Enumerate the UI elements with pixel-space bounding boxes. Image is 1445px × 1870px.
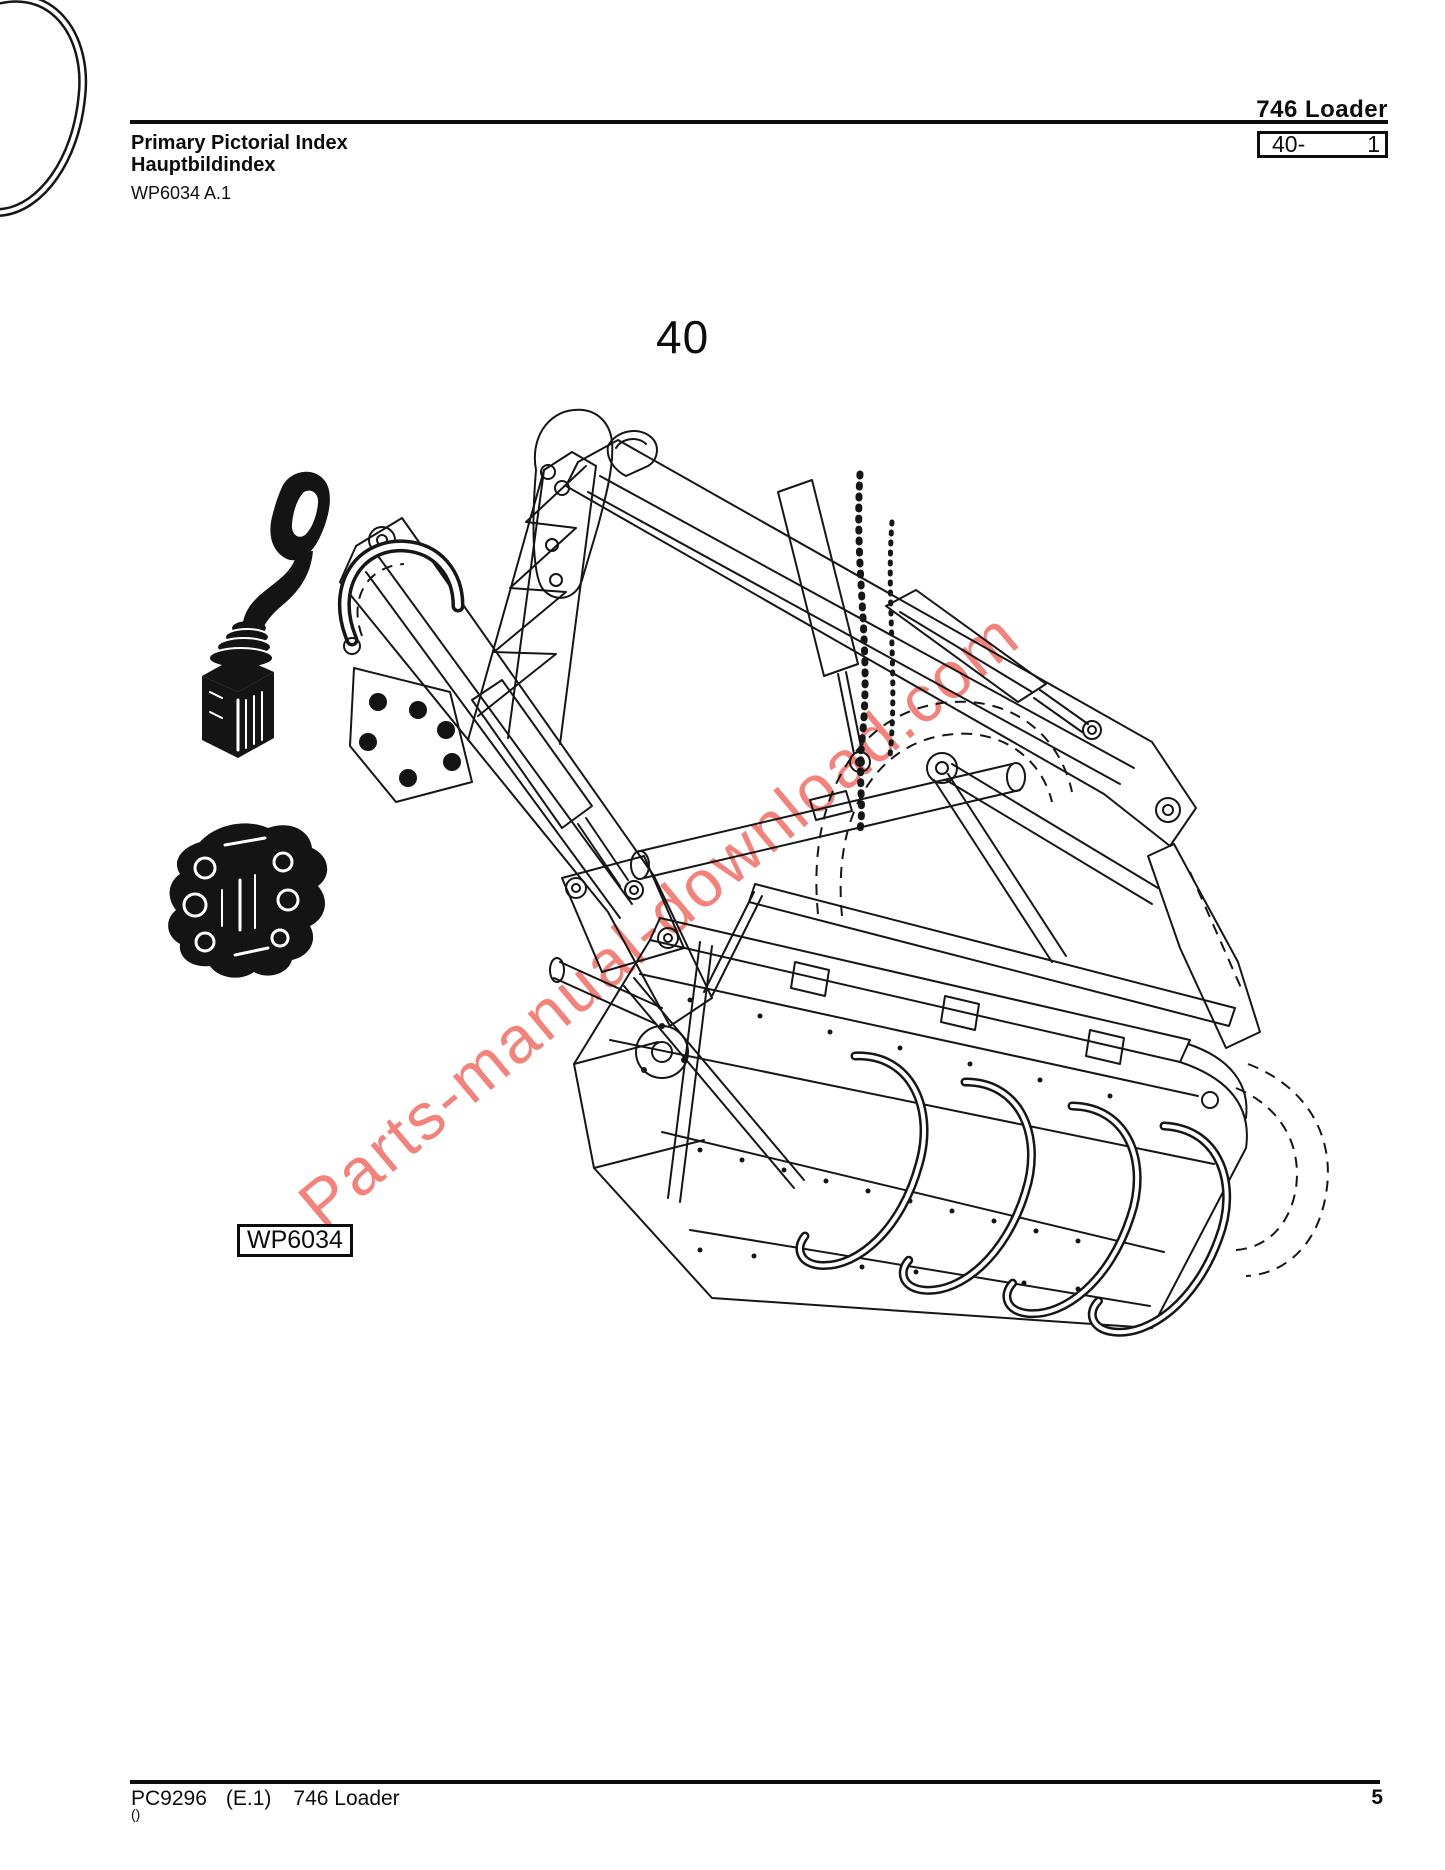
figure-section-number: 40 xyxy=(656,311,710,363)
footer-catalog-number: PC9296 xyxy=(131,1787,207,1810)
footer-edition: (E.1) xyxy=(225,1787,272,1810)
section-page: 1 xyxy=(1367,131,1380,157)
page-title: Primary Pictorial Index xyxy=(131,132,348,154)
joystick-drawing xyxy=(202,471,330,758)
section-label: 40- xyxy=(1272,131,1306,157)
footer-text: PC9296 (E.1) 746 Loader xyxy=(131,1787,400,1811)
page-number: 5 xyxy=(1371,1786,1383,1809)
bucket-grapple-drawing xyxy=(0,0,1329,1353)
footer-language-code: () xyxy=(131,1806,141,1822)
footer-rule xyxy=(130,1780,1380,1784)
header-model: 746 Loader xyxy=(1256,96,1388,123)
loader-line-art xyxy=(0,0,1329,1353)
image-reference: WP6034 A.1 xyxy=(131,183,232,203)
header-rule xyxy=(130,120,1388,124)
image-label: WP6034 xyxy=(237,1224,353,1257)
control-valve-drawing xyxy=(168,823,328,978)
page-title-de: Hauptbildindex xyxy=(131,154,276,176)
section-number-box: 40- 1 xyxy=(1257,131,1388,158)
footer-model: 746 Loader xyxy=(293,1787,400,1810)
